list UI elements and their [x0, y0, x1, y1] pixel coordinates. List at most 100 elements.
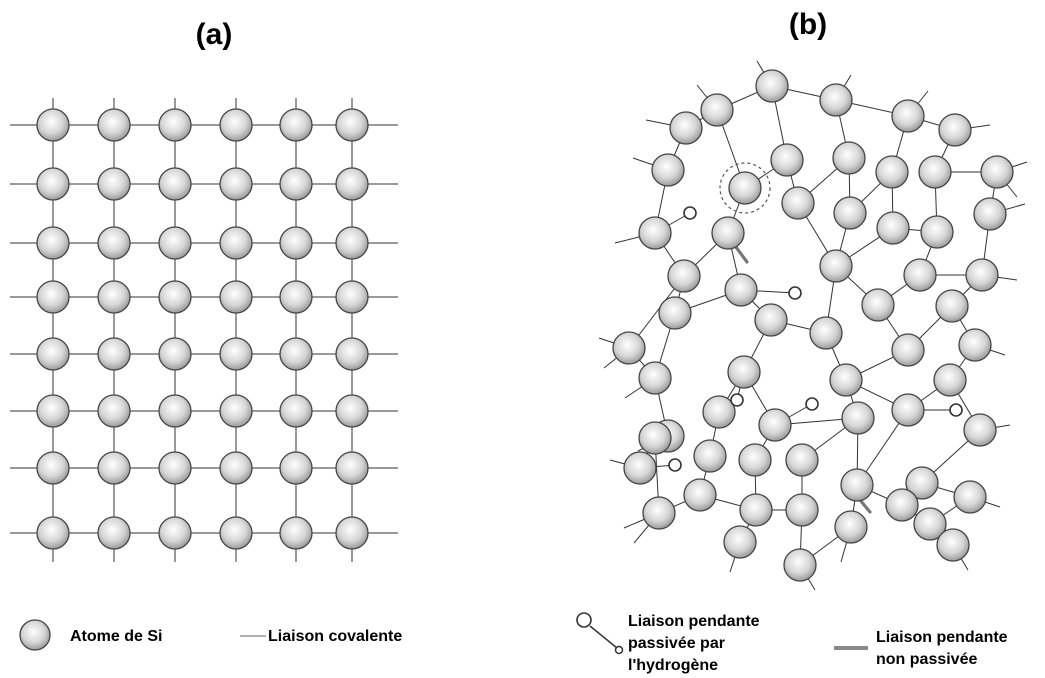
- si-atom: [861, 288, 895, 322]
- si-atom: [279, 516, 313, 550]
- si-atom: [97, 108, 131, 142]
- si-atom: [840, 468, 874, 502]
- si-atom: [219, 280, 253, 314]
- si-atom: [770, 143, 804, 177]
- si-atom: [891, 99, 925, 133]
- si-atom: [683, 478, 717, 512]
- legend-covalent-bond-label: Liaison covalente: [268, 628, 402, 645]
- si-atom: [623, 451, 657, 485]
- si-atom: [841, 401, 875, 435]
- si-atom: [219, 451, 253, 485]
- si-atom: [219, 167, 253, 201]
- si-atom: [738, 443, 772, 477]
- si-atom: [219, 394, 253, 428]
- si-atom: [669, 111, 703, 145]
- si-atom: [335, 394, 369, 428]
- si-atom: [819, 83, 853, 117]
- si-atom: [36, 280, 70, 314]
- dangling-bond: [858, 498, 872, 514]
- si-atom: [973, 197, 1007, 231]
- si-atom: [781, 186, 815, 220]
- si-atom: [97, 280, 131, 314]
- si-atom: [158, 394, 192, 428]
- si-atom: [642, 496, 676, 530]
- si-atom: [158, 226, 192, 260]
- si-atom: [755, 69, 789, 103]
- si-atom: [158, 337, 192, 371]
- si-atom: [832, 141, 866, 175]
- si-atom: [913, 507, 947, 541]
- si-atom: [36, 394, 70, 428]
- hydrogen-atom: [805, 397, 819, 411]
- si-atom: [158, 516, 192, 550]
- legend-passivated-line-2: passivée par: [628, 635, 725, 652]
- si-atom: [638, 216, 672, 250]
- si-atom: [953, 480, 987, 514]
- si-atom: [938, 113, 972, 147]
- si-atom: [158, 108, 192, 142]
- si-atom: [885, 488, 919, 522]
- si-atom: [834, 510, 868, 544]
- si-atom: [891, 393, 925, 427]
- si-atom: [219, 337, 253, 371]
- si-atom: [829, 363, 863, 397]
- si-atom: [905, 466, 939, 500]
- si-atom: [727, 355, 761, 389]
- si-atom: [97, 394, 131, 428]
- si-atom: [667, 259, 701, 293]
- hydrogen-atom: [730, 393, 744, 407]
- si-atom: [903, 258, 937, 292]
- panel-b-label: (b): [789, 8, 827, 41]
- highlight-ring: [719, 162, 771, 214]
- si-atom: [335, 280, 369, 314]
- panel-a-label: (a): [196, 18, 233, 51]
- hydrogen-atom: [949, 403, 963, 417]
- si-atom: [36, 108, 70, 142]
- si-atom: [920, 215, 954, 249]
- si-atom: [658, 296, 692, 330]
- legend-non-passivated-line-1: Liaison pendante: [876, 629, 1008, 646]
- si-atom: [36, 167, 70, 201]
- legend-passivated-line-1: Liaison pendante: [628, 613, 760, 630]
- hydrogen-atom: [683, 206, 697, 220]
- legend-atom-icon: [19, 619, 51, 651]
- si-atom: [335, 167, 369, 201]
- amorphous-network: [598, 60, 1028, 591]
- si-atom: [36, 516, 70, 550]
- hydrogen-atom: [788, 286, 802, 300]
- si-atom: [158, 167, 192, 201]
- si-atom: [723, 525, 757, 559]
- si-atom: [36, 451, 70, 485]
- si-atom: [279, 226, 313, 260]
- si-atom: [809, 316, 843, 350]
- si-atom: [335, 516, 369, 550]
- si-atom: [965, 258, 999, 292]
- legend-non-passivated-line-2: non passivée: [876, 651, 977, 668]
- si-atom: [36, 337, 70, 371]
- crystalline-lattice: [10, 98, 398, 562]
- si-atom: [97, 167, 131, 201]
- si-atom: [335, 226, 369, 260]
- si-atom: [97, 516, 131, 550]
- si-atom: [158, 451, 192, 485]
- si-atom: [891, 333, 925, 367]
- si-atom: [638, 361, 672, 395]
- si-atom: [219, 516, 253, 550]
- si-atom: [739, 493, 773, 527]
- si-atom: [97, 451, 131, 485]
- legend-atom-label: Atome de Si: [70, 628, 162, 645]
- si-atom: [935, 289, 969, 323]
- si-atom: [279, 451, 313, 485]
- legend: Atome de Si Liaison covalente Liaison pe…: [19, 612, 1008, 674]
- si-atom: [279, 394, 313, 428]
- si-atom: [728, 171, 762, 205]
- si-atom: [875, 155, 909, 189]
- hydrogen-atom: [668, 458, 682, 472]
- si-atom: [693, 439, 727, 473]
- si-atom: [36, 226, 70, 260]
- si-atom: [785, 443, 819, 477]
- si-atom: [638, 421, 672, 455]
- si-atom: [612, 331, 646, 365]
- si-atom: [758, 408, 792, 442]
- si-atom: [711, 216, 745, 250]
